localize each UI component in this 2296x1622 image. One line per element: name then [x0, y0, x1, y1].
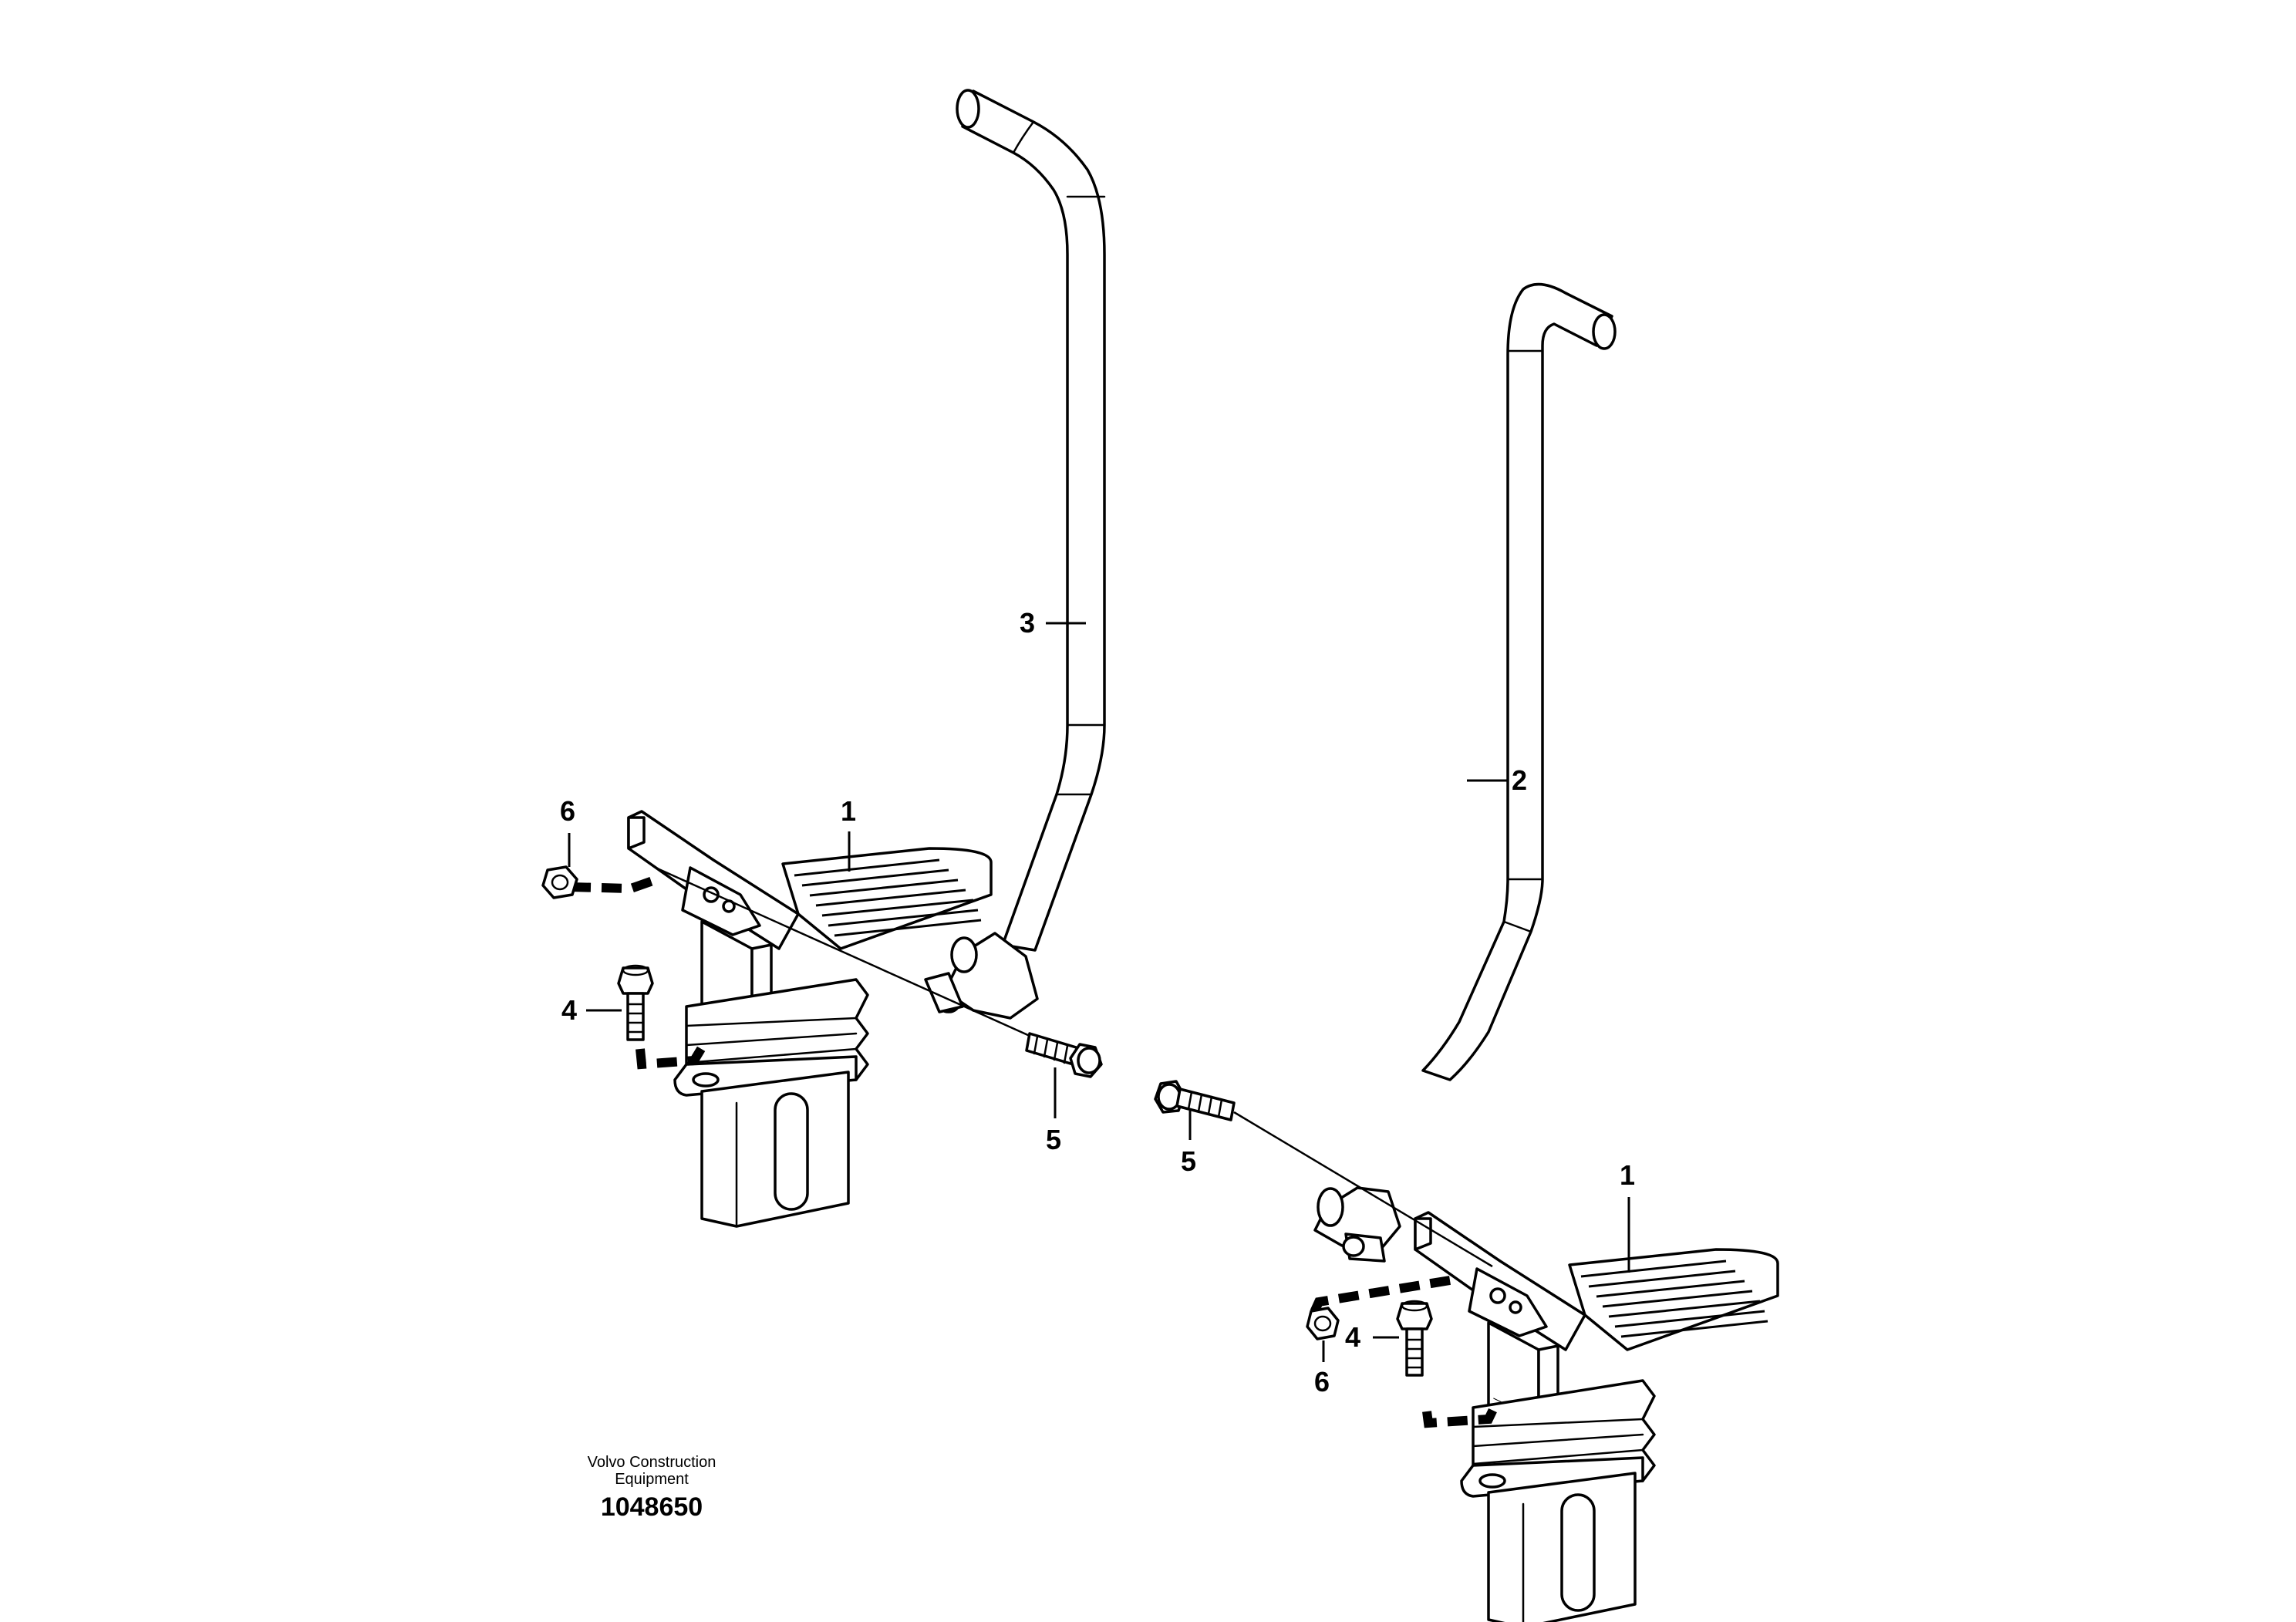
right-assembly: [1154, 282, 1779, 1622]
callout-6-right: 6: [1314, 1366, 1330, 1398]
pedal-1-right: [1414, 1211, 1779, 1622]
nut-6-left: [541, 865, 578, 899]
left-assembly: [541, 89, 1106, 1228]
callouts: 3 2 6 1 4 5 5 1 4 6: [560, 607, 1635, 1398]
callout-4-right: 4: [1345, 1321, 1360, 1353]
callout-4-left: 4: [561, 994, 577, 1026]
brand-label: Volvo Construction Equipment: [540, 1454, 764, 1488]
bolt-4-right: [1396, 1300, 1433, 1377]
pedal-1-left: [627, 810, 993, 1228]
right-dash-nut: [1306, 1276, 1451, 1321]
bolt-5-right: [1154, 1080, 1236, 1121]
right-dash-bolt: [1422, 1398, 1502, 1428]
left-dash-nut: [570, 875, 659, 894]
callout-1-left: 1: [841, 795, 856, 827]
brand-line-1: Volvo Construction: [587, 1454, 716, 1471]
left-pin-axis: [655, 866, 1030, 1037]
callout-5-right: 5: [1181, 1145, 1196, 1177]
callout-5-left: 5: [1046, 1124, 1061, 1155]
document-number: 1048650: [600, 1492, 703, 1522]
callout-6-left: 6: [560, 795, 575, 827]
handrail-3: [924, 89, 1106, 1020]
bolt-5-left: [1025, 1032, 1103, 1078]
callout-1-right: 1: [1620, 1159, 1635, 1191]
callout-2: 2: [1512, 764, 1527, 796]
left-dash-bolt: [636, 1042, 708, 1070]
handrail-2: [1313, 282, 1617, 1263]
callout-3: 3: [1020, 607, 1035, 639]
brand-line-2: Equipment: [615, 1471, 689, 1488]
bolt-4-left: [617, 964, 654, 1041]
right-pin-axis: [1233, 1111, 1493, 1268]
nut-6-right: [1306, 1307, 1340, 1340]
